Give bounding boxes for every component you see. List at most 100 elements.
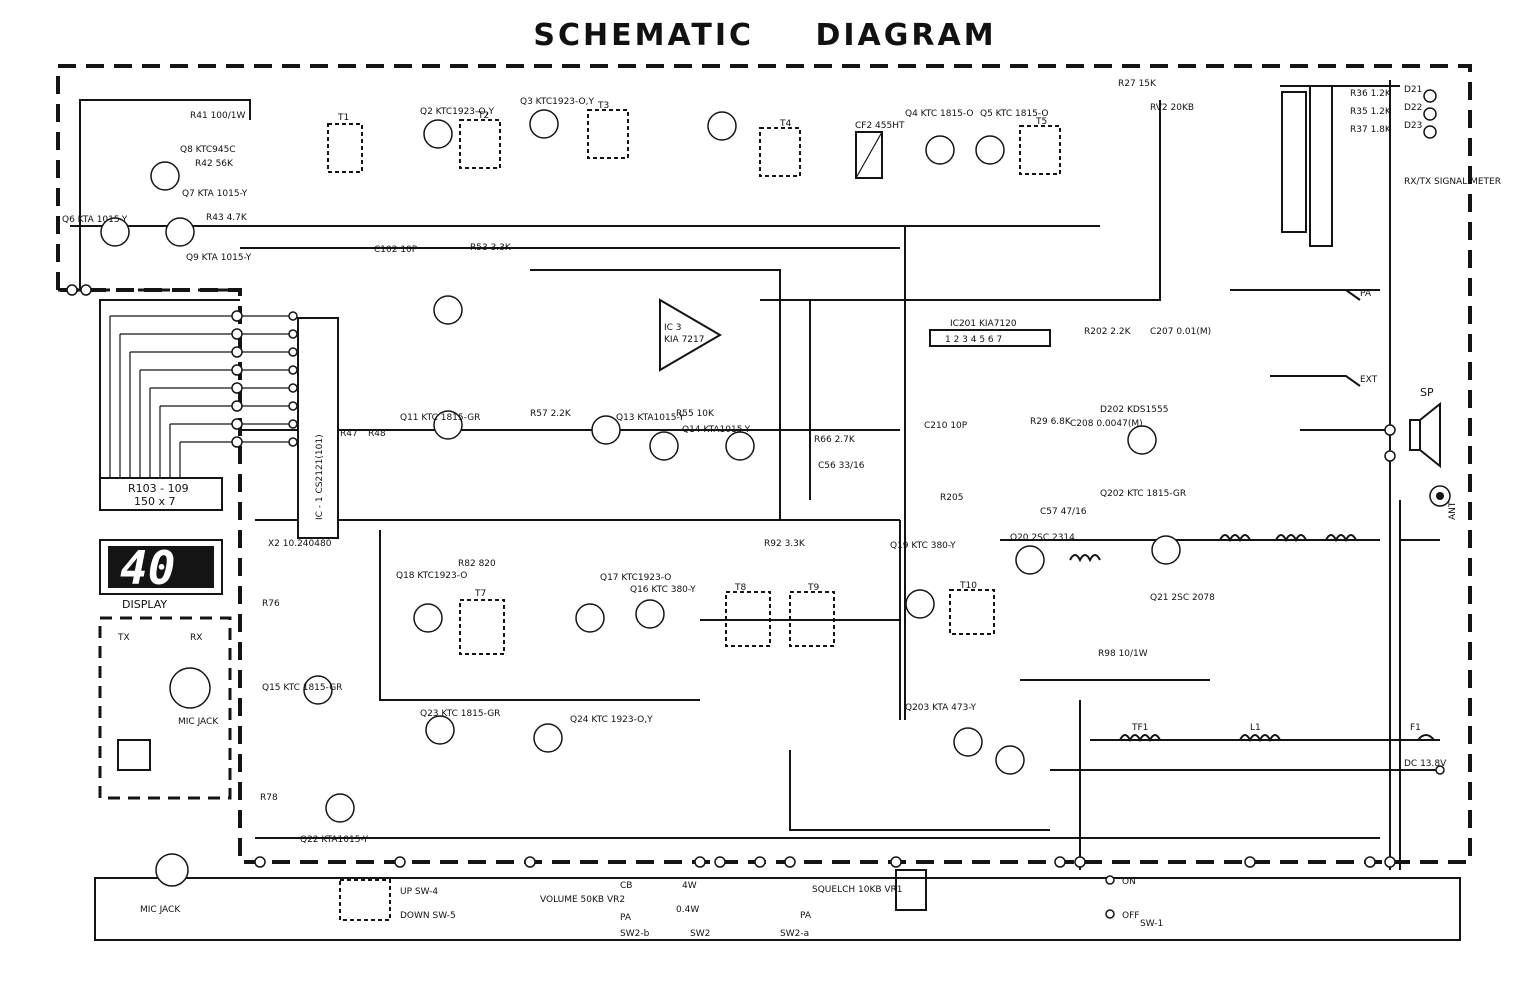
r29-label: R29 6.8K [1030,417,1072,427]
q13-label: Q13 KTA1015-Y [616,413,685,423]
ic3-ref: IC 3 [664,323,682,333]
mic-jack-socket [169,667,211,709]
shield-terminals [66,284,1396,868]
q21-label: Q21 2SC 2078 [1150,593,1215,603]
t10-label: T10 [959,581,977,591]
led-display-window [108,546,214,588]
q4-label: Q4 KTC 1815-O [905,109,973,119]
title-word-diagram: DIAGRAM [815,18,997,53]
04w-label: 0.4W [676,905,699,915]
q23-label: Q23 KTC 1815-GR [420,709,500,719]
pa-out-label: PA [1360,289,1372,299]
r205-label: R205 [940,493,963,503]
ext-jack [1270,375,1361,387]
on-label[interactable]: ON [1122,877,1136,887]
d21-label: D21 [1404,85,1422,95]
r27-label: R27 15K [1118,79,1157,89]
r42-label: R42 56K [195,159,234,169]
f1-label: F1 [1410,723,1421,733]
inductors [1069,534,1357,743]
t7-label: T7 [474,589,486,599]
sw2-label: SW2 [690,929,710,939]
t9-label: T9 [807,583,819,593]
r66-label: R66 2.7K [814,435,856,445]
q14-label: Q14 KTA1015-Y [682,425,751,435]
d23-label: D23 [1404,121,1422,131]
c56-label: C56 33/16 [818,461,865,471]
c207-label: C207 0.01(M) [1150,327,1211,337]
mic-plug-symbol [117,739,151,771]
q22-label: Q22 KTA1015-Y [300,835,369,845]
supply-rails [70,80,1461,941]
off-label[interactable]: OFF [1122,911,1139,921]
ic3-part: KIA 7217 [664,335,704,345]
rv2-label: RV2 20KB [1150,103,1194,113]
r76-label: R76 [262,599,280,609]
ic1-package [297,317,339,539]
c208-label: C208 0.0047(M) [1070,419,1143,429]
q15-label: Q15 KTC 1815-GR [262,683,342,693]
meter-label: RX/TX SIGNAL METER [1404,177,1501,187]
sw2b-label: SW2-b [620,929,650,939]
q2-label: Q2 KTC1923-O,Y [420,107,494,117]
dc-terminal [1435,765,1445,775]
q18-label: Q18 KTC1923-O [396,571,467,581]
r41-label: R41 100/1W [190,111,246,121]
c210-label: C210 10P [924,421,968,431]
meter-connector [1309,85,1333,247]
mic-jack-bottom [155,853,189,887]
tf1-label: TF1 [1131,723,1148,733]
ic201-pins: 1 2 3 4 5 6 7 [945,335,1002,345]
q9-symbol [165,217,195,247]
outer-shield-boundary [56,64,1472,864]
r55-label: R55 10K [676,409,715,419]
q202-label: Q202 KTC 1815-GR [1100,489,1186,499]
c57-label: C57 47/16 [1040,507,1087,517]
t4-label: T4 [779,119,791,129]
diagram-title: SCHEMATIC DIAGRAM [0,18,1530,53]
r36-label: R36 1.2K [1350,89,1392,99]
q8-symbol [100,217,130,247]
d23-led [1423,125,1437,139]
meter-ic [1281,91,1307,233]
squelch-label[interactable]: SQUELCH 10KB VR1 [812,885,903,895]
q24-label: Q24 KTC 1923-O,Y [570,715,653,725]
mic-jack-boundary [98,616,232,800]
sp-label: SP [1420,386,1434,399]
r202-label: R202 2.2K [1084,327,1132,337]
r78-label: R78 [260,793,278,803]
mic-jack-bottom-label: MIC JACK [140,905,181,915]
r48-label: R48 [368,429,386,439]
d22-led [1423,107,1437,121]
mic-tx-label: TX [117,633,130,643]
title-word-schematic: SCHEMATIC [533,18,755,53]
ic201-label: IC201 KIA7120 [950,319,1017,329]
q16-label: Q16 KTC 380-Y [630,585,696,595]
r98-label: R98 10/1W [1098,649,1148,659]
ext-label: EXT [1360,375,1378,385]
q8-label: Q6 KTA 1015-Y [62,215,128,225]
pa-switch2-label: PA [800,911,812,921]
component-labels: R41 100/1W R42 56K R43 4.7K R27 15K RV2 … [190,79,1392,803]
transistors: Q6 KTA 1015-Y Q7 KTA 1015-Y Q8 KTC945C Q… [62,97,1215,845]
transformers: T1 T2 T3 T4 T5 T7 T8 T9 T10 CF2 455HT [327,101,1061,655]
q5-label: Q5 KTC 1815-O [980,109,1048,119]
c102-label: C102 10P [374,245,418,255]
volume-label[interactable]: VOLUME 50KB VR2 [540,895,625,905]
up-switch-label[interactable]: UP SW-4 [400,887,438,897]
bottom-switches: UP SW-4 DOWN SW-5 VOLUME 50KB VR2 CB PA … [339,869,1163,939]
ant-label: ANT [1448,501,1458,520]
q19-label: Q19 KTC 380-Y [890,541,956,551]
resistor-array-box [99,477,223,511]
q9-label: Q9 KTA 1015-Y [186,253,252,263]
q11-label: Q11 KTC 1815-GR [400,413,480,423]
q3-label: Q3 KTC1923-O,Y [520,97,594,107]
r92-label: R92 3.3K [764,539,806,549]
ic3-amplifier [659,298,722,372]
r57-label: R57 2.2K [530,409,572,419]
mic-jack-label: MIC JACK [178,717,219,727]
down-switch-label[interactable]: DOWN SW-5 [400,911,456,921]
r43-label: R43 4.7K [206,213,248,223]
cb-label: CB [620,881,632,891]
